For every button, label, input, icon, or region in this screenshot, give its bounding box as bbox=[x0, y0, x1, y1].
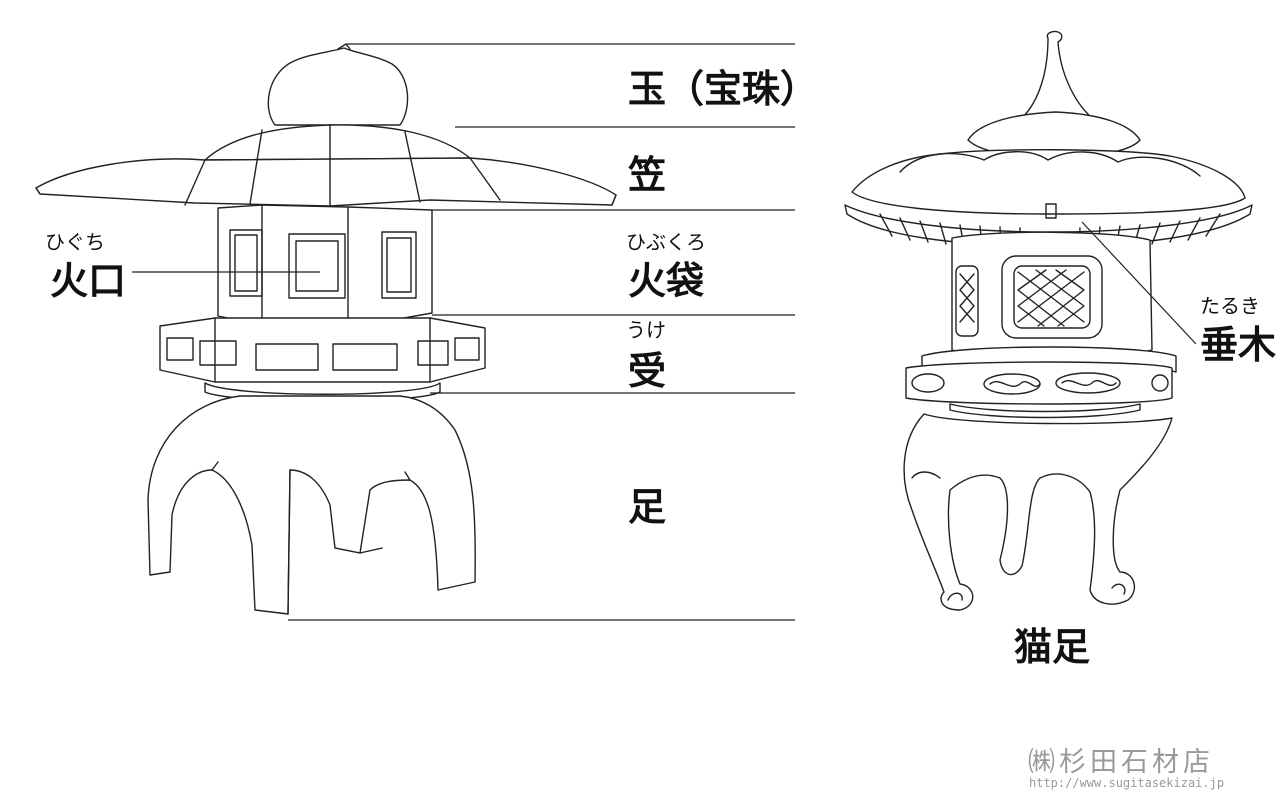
label-hibukuro: 火袋 bbox=[628, 259, 705, 303]
left-leader-lines bbox=[132, 43, 795, 621]
label-tama: 玉（宝珠） bbox=[628, 67, 819, 111]
right-lantern-drawing bbox=[844, 30, 1253, 611]
ruby-taruki: たるき bbox=[1200, 294, 1260, 318]
label-uke: 受 bbox=[628, 349, 667, 393]
ruby-hibukuro: ひぶくろ bbox=[626, 230, 706, 254]
label-taruki: 垂木 bbox=[1200, 323, 1277, 367]
ruby-uke: うけ bbox=[626, 318, 666, 342]
left-lantern-drawing bbox=[35, 43, 617, 615]
company-name: ㈱杉田石材店 bbox=[1028, 747, 1214, 778]
ruby-higuchi: ひぐち bbox=[45, 230, 105, 254]
label-ashi: 足 bbox=[628, 485, 667, 529]
label-nekoashi: 猫足 bbox=[1014, 625, 1091, 669]
label-higuchi: 火口 bbox=[50, 259, 127, 303]
taruki-pointer-line bbox=[1081, 221, 1197, 345]
label-kasa: 笠 bbox=[628, 153, 667, 197]
company-url: http://www.sugitasekizai.jp bbox=[1029, 776, 1225, 790]
